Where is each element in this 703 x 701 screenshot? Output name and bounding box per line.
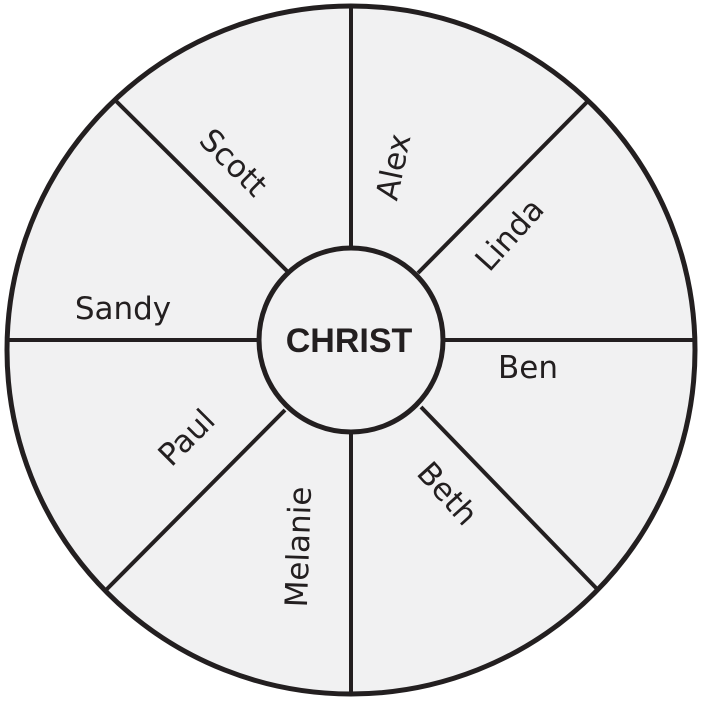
divider-line-bottom-left [104,408,287,592]
center-label: CHRIST [286,322,413,360]
center-circle [256,245,446,435]
divider-line-bottom-right [419,405,600,592]
divider-line-top-left [114,99,289,273]
segment-label-ben: Ben [498,350,558,386]
segment-label-sandy: Sandy [75,291,171,327]
divider-line-top-right [416,100,589,275]
segment-label-melanie: Melanie [279,486,319,608]
